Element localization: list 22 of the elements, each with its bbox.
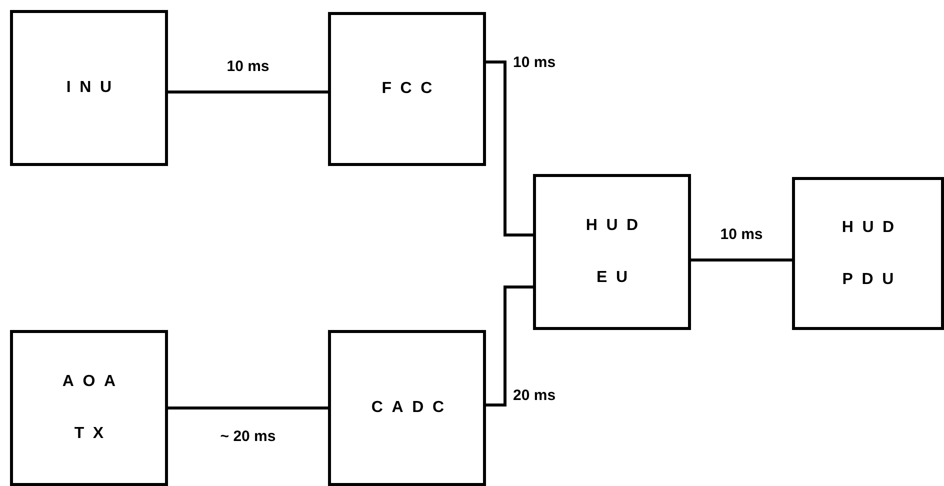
unit-box — [328, 330, 486, 486]
connector-line — [486, 286, 533, 406]
unit-label: HUD PDU — [840, 218, 904, 290]
unit-box — [10, 330, 168, 486]
unit-label: AOA TX — [61, 372, 126, 444]
unit-box — [328, 12, 486, 166]
unit-box — [792, 177, 944, 330]
unit-label: INU — [65, 78, 122, 98]
connector-line — [486, 60, 533, 236]
unit-box — [10, 10, 168, 166]
edge-label: 10 ms — [513, 54, 556, 71]
edge-label: 10 ms — [720, 226, 763, 243]
connector-line — [168, 406, 328, 410]
edge-label: 20 ms — [513, 387, 556, 404]
unit-label: HUD EU — [584, 216, 648, 288]
edge-label: ~ 20 ms — [220, 428, 276, 445]
unit-box — [533, 174, 691, 330]
connector-line — [168, 90, 328, 94]
unit-label: CADC — [371, 398, 452, 418]
unit-label: FCC — [380, 79, 442, 99]
edge-label: 10 ms — [226, 58, 270, 75]
connector-line — [691, 258, 792, 262]
